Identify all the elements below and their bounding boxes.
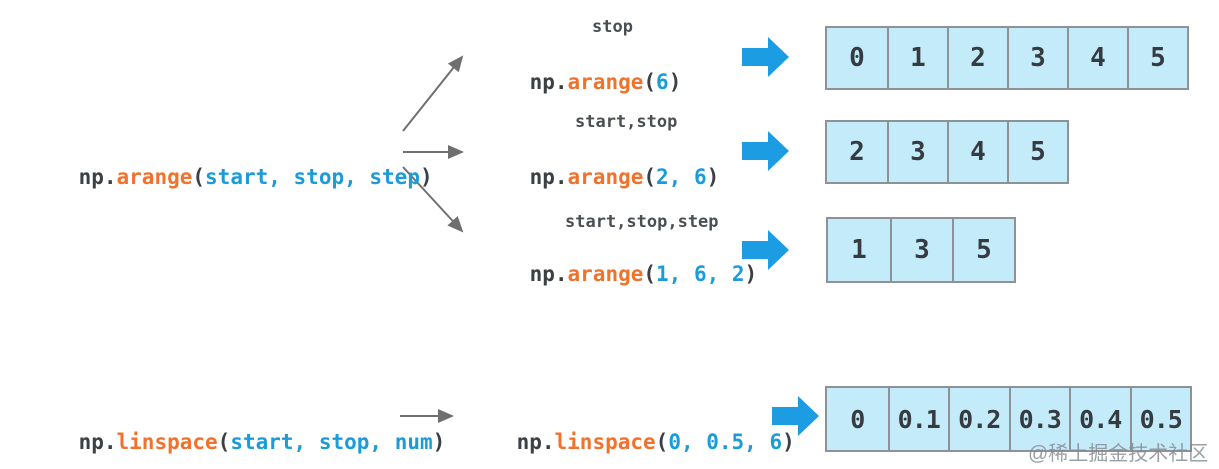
- code-open-paren: (: [643, 70, 657, 94]
- code-function-name: linspace: [554, 430, 656, 454]
- code-prefix: np.: [529, 262, 568, 286]
- array-cell: 5: [1007, 122, 1067, 182]
- code-arguments: start, stop, step: [205, 165, 420, 189]
- array-cell: 5: [952, 219, 1014, 281]
- right-arrow-icon: [742, 131, 789, 171]
- right-arrow-icon: [772, 396, 819, 436]
- arange-signature-code: np.arange(start, stop, step): [28, 140, 433, 215]
- param-label-start-stop-step: start,stop,step: [565, 212, 719, 232]
- array-cell: 4: [1067, 28, 1127, 88]
- linspace-signature-code: np.linspace(start, stop, num): [28, 405, 446, 469]
- array-cell: 4: [947, 122, 1007, 182]
- code-function-name: arange: [567, 70, 644, 94]
- code-arguments: 0, 0.5, 6: [668, 430, 783, 454]
- watermark: @稀土掘金技术社区: [1028, 443, 1209, 465]
- right-arrow-icon: [742, 37, 789, 77]
- code-open-paren: (: [643, 165, 657, 189]
- code-close-paren: ): [432, 430, 446, 454]
- code-open-paren: (: [192, 165, 206, 189]
- arange-example2-code: np.arange(2, 6): [479, 140, 720, 215]
- array-cell: 0.5: [1129, 388, 1190, 450]
- linspace-example-code: np.linspace(0, 0.5, 6): [466, 405, 795, 469]
- right-arrow-icon: [742, 230, 789, 270]
- code-prefix: np.: [78, 165, 117, 189]
- array-cell: 0: [827, 388, 888, 450]
- array-arange-1-6-2: 1 3 5: [826, 217, 1016, 283]
- array-cell: 5: [1127, 28, 1187, 88]
- arange-example1-code: np.arange(6): [479, 45, 682, 120]
- code-arguments: 6: [656, 70, 669, 94]
- code-close-paren: ): [782, 430, 795, 454]
- code-close-paren: ): [419, 165, 433, 189]
- array-cell: 3: [887, 122, 947, 182]
- code-open-paren: (: [217, 430, 231, 454]
- code-prefix: np.: [516, 430, 555, 454]
- code-function-name: arange: [567, 262, 644, 286]
- code-close-paren: ): [744, 262, 758, 286]
- array-cell: 0.3: [1008, 388, 1069, 450]
- code-arguments: 2, 6: [656, 165, 707, 189]
- array-linspace-0-05-6: 0 0.1 0.2 0.3 0.4 0.5: [825, 386, 1192, 452]
- array-cell: 0.1: [887, 388, 948, 450]
- code-function-name: arange: [116, 165, 193, 189]
- code-prefix: np.: [529, 165, 568, 189]
- code-open-paren: (: [643, 262, 657, 286]
- thin-right-arrow-icon: [402, 55, 464, 132]
- array-cell: 1: [828, 219, 890, 281]
- array-cell: 3: [890, 219, 952, 281]
- code-function-name: arange: [567, 165, 644, 189]
- array-cell: 1: [887, 28, 947, 88]
- code-prefix: np.: [529, 70, 568, 94]
- array-cell: 2: [827, 122, 887, 182]
- code-function-name: linspace: [116, 430, 218, 454]
- arange-example3-code: np.arange(1, 6, 2): [479, 237, 758, 312]
- code-arguments: start, stop, num: [230, 430, 433, 454]
- code-close-paren: ): [668, 70, 682, 94]
- param-label-start-stop: start,stop: [575, 112, 678, 132]
- array-cell: 3: [1007, 28, 1067, 88]
- array-arange-6: 0 1 2 3 4 5: [825, 26, 1189, 90]
- array-cell: 0: [827, 28, 887, 88]
- array-arange-2-6: 2 3 4 5: [825, 120, 1069, 184]
- code-open-paren: (: [655, 430, 669, 454]
- param-label-stop: stop: [592, 17, 633, 37]
- code-arguments: 1, 6, 2: [656, 262, 745, 286]
- code-close-paren: ): [706, 165, 720, 189]
- code-prefix: np.: [78, 430, 117, 454]
- array-cell: 0.2: [948, 388, 1009, 450]
- array-cell: 2: [947, 28, 1007, 88]
- array-cell: 0.4: [1069, 388, 1130, 450]
